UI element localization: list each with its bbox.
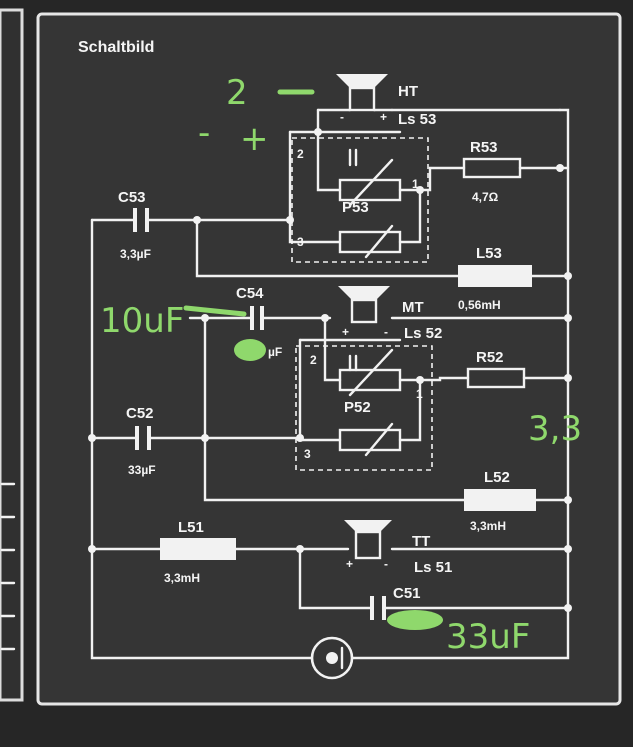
potentiometer-p53 (338, 148, 402, 259)
side-ticks (0, 482, 16, 651)
value-c53: 3,3µF (120, 247, 151, 261)
p53-outline (291, 137, 429, 263)
note-10uf: 10uF (100, 301, 184, 341)
mt-plus: + (342, 325, 349, 339)
potentiometer-p52 (338, 348, 402, 457)
speaker-mt-icon (338, 286, 390, 324)
capacitor-c54 (250, 306, 264, 330)
capacitor-c51 (370, 596, 386, 620)
capacitor-c53 (133, 208, 149, 232)
note-plus: + (240, 119, 269, 159)
note-2: 2 (226, 73, 248, 113)
inductor-l51 (160, 538, 236, 560)
note-arrow-line (183, 305, 247, 317)
p53-pin3: 3 (297, 235, 304, 249)
p52-pin2: 2 (310, 353, 317, 367)
resistor-r53 (462, 157, 522, 179)
tt-plus: + (346, 557, 353, 571)
junctions (88, 128, 572, 612)
label-ls53: Ls 53 (398, 111, 436, 128)
label-p53: P53 (342, 199, 369, 216)
ht-minus: - (340, 110, 344, 124)
speaker-ht-icon (316, 74, 394, 112)
note-33uf: 33uF (446, 617, 530, 657)
value-r53: 4,7Ω (472, 190, 499, 204)
label-r53: R53 (470, 139, 498, 156)
label-l53: L53 (476, 245, 502, 262)
marker-blob-c54 (234, 339, 266, 361)
value-l53: 0,56mH (458, 298, 501, 312)
mt-minus: - (384, 325, 388, 339)
label-tt: TT (412, 533, 430, 550)
label-ht: HT (398, 83, 418, 100)
note-minus: - (198, 113, 210, 153)
p52-outline (295, 345, 433, 471)
label-l51: L51 (178, 519, 204, 536)
wiring (90, 108, 570, 660)
label-c53: C53 (118, 189, 146, 206)
tt-minus: - (384, 557, 388, 571)
marker-blob-c51 (387, 610, 443, 630)
left-panel-edge (0, 8, 24, 702)
panel-frame (36, 12, 622, 706)
value-l51: 3,3mH (164, 571, 200, 585)
p53-pin2: 2 (297, 147, 304, 161)
ht-plus: + (380, 110, 387, 124)
speaker-tt-icon (344, 520, 392, 560)
label-c52: C52 (126, 405, 154, 422)
p52-pin3: 3 (304, 447, 311, 461)
terminal-connector-icon (310, 636, 354, 680)
page-title: Schaltbild (78, 39, 154, 56)
capacitor-c52 (135, 426, 151, 450)
resistor-r52 (466, 367, 526, 389)
label-mt: MT (402, 299, 424, 316)
value-c54: µF (268, 345, 282, 359)
label-ls52: Ls 52 (404, 325, 442, 342)
value-l52: 3,3mH (470, 519, 506, 533)
p53-pin1: 1 (412, 177, 419, 191)
label-l52: L52 (484, 469, 510, 486)
label-c51: C51 (393, 585, 421, 602)
label-c54: C54 (236, 285, 264, 302)
note-3-3: 3,3 (528, 409, 582, 449)
label-ls51: Ls 51 (414, 559, 452, 576)
inductor-l53 (458, 265, 532, 287)
label-p52: P52 (344, 399, 371, 416)
p52-pin1: 1 (416, 387, 423, 401)
value-c52: 33µF (128, 463, 156, 477)
label-r52: R52 (476, 349, 504, 366)
handwritten-annotations: 2 - + 10uF 3,3 33uF (100, 73, 582, 657)
inductor-l52 (464, 489, 536, 511)
